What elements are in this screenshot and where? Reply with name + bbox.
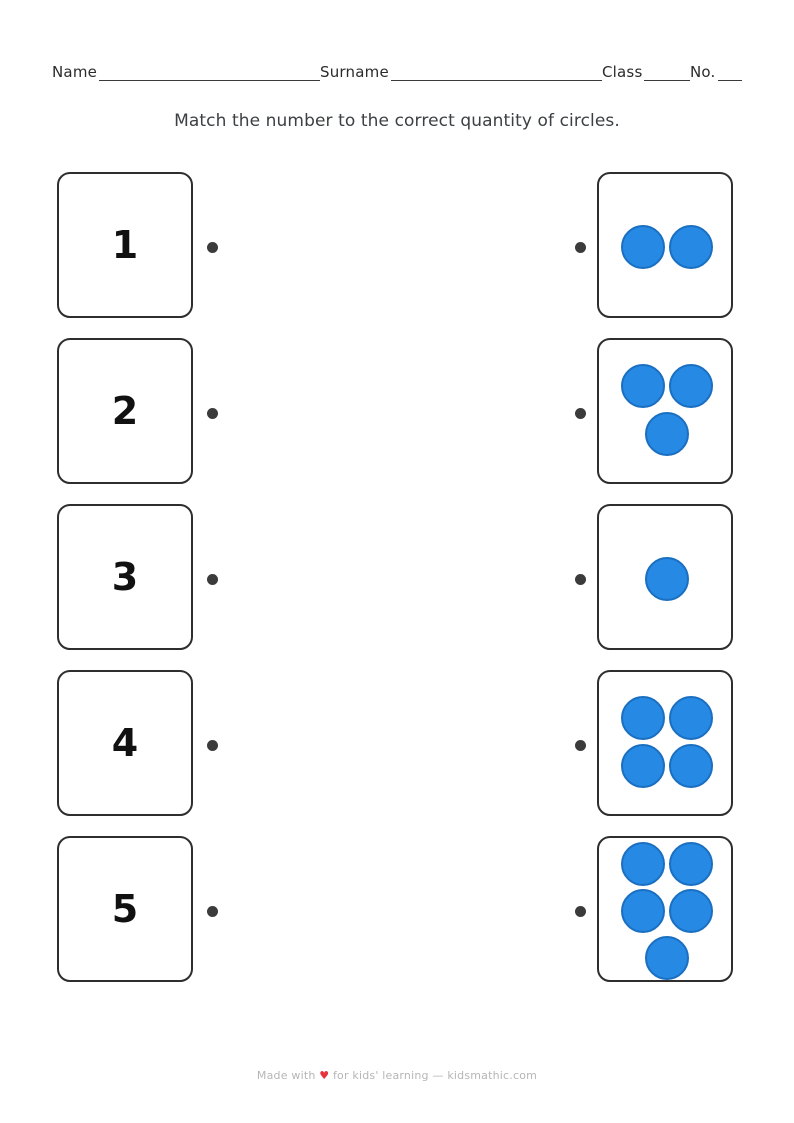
matching-board: 1 2 3 4 5: [0, 172, 794, 1002]
surname-label: Surname: [320, 63, 389, 81]
number-card[interactable]: 1: [57, 172, 193, 318]
circle-icon: [669, 744, 713, 788]
number-value: 1: [111, 223, 139, 267]
circle-icon: [669, 889, 713, 933]
name-field[interactable]: Name: [52, 64, 320, 81]
number-field[interactable]: No.: [690, 64, 742, 81]
circle-group: [599, 506, 735, 652]
match-row: 3: [0, 504, 794, 654]
match-row: 5: [0, 836, 794, 986]
connector-dot-right[interactable]: [575, 407, 586, 419]
surname-field[interactable]: Surname: [320, 64, 602, 81]
connector-dot-left[interactable]: [207, 573, 218, 585]
number-card[interactable]: 2: [57, 338, 193, 484]
circle-icon: [669, 696, 713, 740]
connector-dot-right[interactable]: [575, 739, 586, 751]
connector-dot-right[interactable]: [575, 573, 586, 585]
circle-icon: [621, 364, 665, 408]
number-write-line[interactable]: [717, 66, 742, 81]
number-label: No.: [690, 63, 716, 81]
quantity-card[interactable]: [597, 836, 733, 982]
circle-icon: [645, 412, 689, 456]
circle-icon: [621, 696, 665, 740]
circle-icon: [621, 889, 665, 933]
match-row: 4: [0, 670, 794, 820]
circle-icon: [669, 225, 713, 269]
footer-prefix: Made with: [256, 1069, 320, 1082]
circle-group: [599, 672, 735, 818]
circle-group: [599, 340, 735, 486]
number-card[interactable]: 3: [57, 504, 193, 650]
circle-icon: [621, 842, 665, 886]
class-write-line[interactable]: [644, 66, 690, 81]
circle-icon: [621, 744, 665, 788]
name-label: Name: [52, 63, 98, 81]
number-value: 5: [111, 887, 139, 931]
connector-dot-right[interactable]: [575, 241, 586, 253]
class-field[interactable]: Class: [602, 64, 690, 81]
circle-icon: [669, 364, 713, 408]
class-label: Class: [602, 63, 643, 81]
number-card[interactable]: 5: [57, 836, 193, 982]
match-row: 2: [0, 338, 794, 488]
worksheet-instruction: Match the number to the correct quantity…: [174, 111, 620, 131]
quantity-card[interactable]: [597, 338, 733, 484]
circle-icon: [621, 225, 665, 269]
circle-icon: [645, 557, 689, 601]
quantity-card[interactable]: [597, 670, 733, 816]
heart-icon: ♥: [319, 1069, 330, 1082]
connector-dot-left[interactable]: [207, 407, 218, 419]
match-row: 1: [0, 172, 794, 322]
number-value: 4: [111, 721, 139, 765]
circle-icon: [669, 842, 713, 886]
number-card[interactable]: 4: [57, 670, 193, 816]
circle-icon: [645, 936, 689, 980]
number-value: 3: [111, 555, 139, 599]
name-write-line[interactable]: [99, 66, 320, 81]
footer-suffix: for kids' learning — kidsmathic.com: [329, 1069, 538, 1082]
connector-dot-left[interactable]: [207, 739, 218, 751]
connector-dot-left[interactable]: [207, 905, 218, 917]
surname-write-line[interactable]: [390, 66, 602, 81]
footer-credit: Made with ♥ for kids' learning — kidsmat…: [0, 1069, 794, 1082]
quantity-card[interactable]: [597, 504, 733, 650]
connector-dot-right[interactable]: [575, 905, 586, 917]
quantity-card[interactable]: [597, 172, 733, 318]
student-info-header: Name Surname Class No.: [52, 64, 742, 81]
circle-group: [599, 838, 735, 984]
connector-dot-left[interactable]: [207, 241, 218, 253]
number-value: 2: [111, 389, 139, 433]
circle-group: [599, 174, 735, 320]
